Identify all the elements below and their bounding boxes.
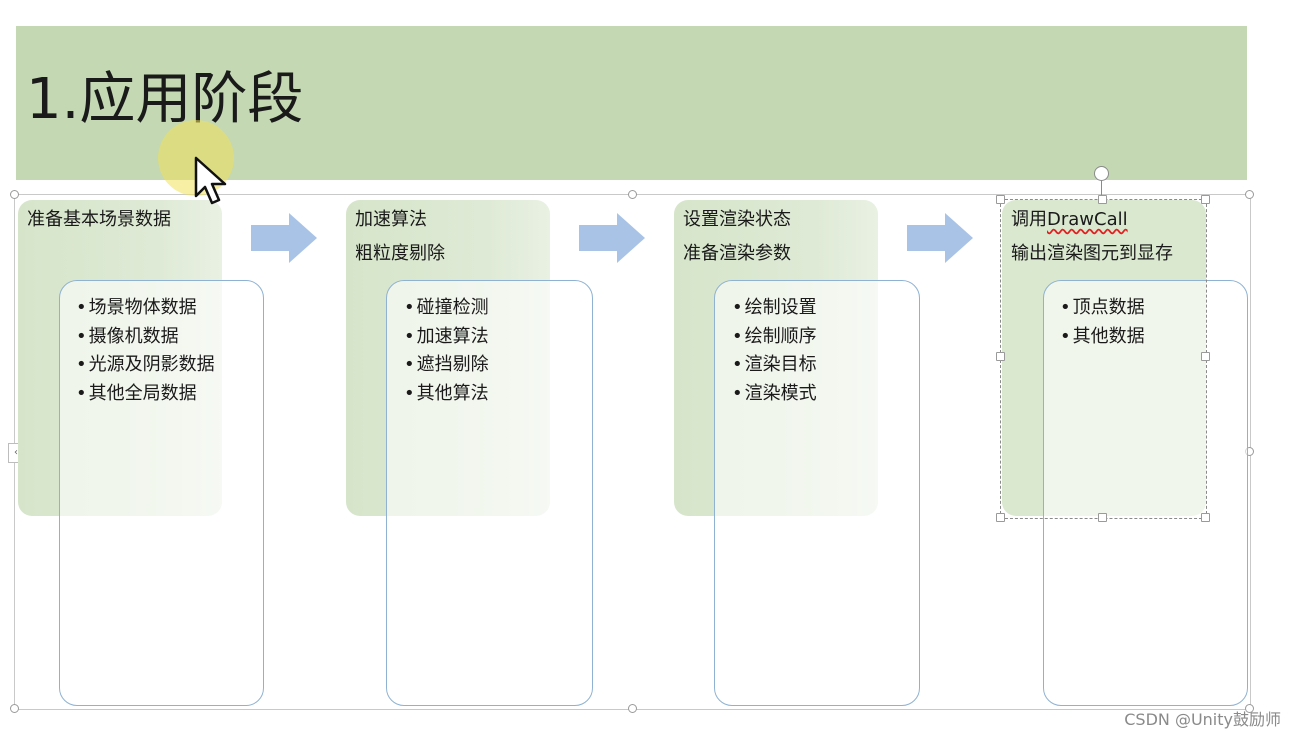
stage-4-label-2: 输出渲染图元到显存 bbox=[1011, 243, 1173, 264]
list-item: 其他全局数据 bbox=[76, 380, 215, 409]
list-item: 遮挡剔除 bbox=[404, 351, 489, 380]
resize-handle-bottom-right[interactable] bbox=[1245, 704, 1254, 713]
list-item: 绘制设置 bbox=[732, 294, 817, 323]
list-item: 其他数据 bbox=[1060, 323, 1145, 352]
drawcall-word: DrawCall bbox=[1047, 209, 1128, 230]
arrow-right-icon[interactable] bbox=[251, 213, 317, 263]
list-item: 绘制顺序 bbox=[732, 323, 817, 352]
list-item: 顶点数据 bbox=[1060, 294, 1145, 323]
shape-handle-middle-left[interactable] bbox=[996, 352, 1005, 361]
stage-4-label-prefix: 调用 bbox=[1011, 209, 1047, 230]
shape-handle-bottom-right[interactable] bbox=[1201, 513, 1210, 522]
stage-3-label-2: 准备渲染参数 bbox=[683, 243, 791, 264]
shape-handle-top-left[interactable] bbox=[996, 195, 1005, 204]
stage-4-label-1: 调用DrawCall bbox=[1011, 203, 1128, 237]
shape-handle-bottom-left[interactable] bbox=[996, 513, 1005, 522]
resize-handle-top-right[interactable] bbox=[1245, 190, 1254, 199]
stage-3-label-1: 设置渲染状态 bbox=[683, 209, 791, 230]
list-item: 碰撞检测 bbox=[404, 294, 489, 323]
stage-3-bullet-list: 绘制设置 绘制顺序 渲染目标 渲染模式 bbox=[732, 294, 817, 408]
arrow-right-icon[interactable] bbox=[907, 213, 973, 263]
arrow-right-icon[interactable] bbox=[579, 213, 645, 263]
shape-handle-top-middle[interactable] bbox=[1098, 195, 1107, 204]
stage-2-bullet-list: 碰撞检测 加速算法 遮挡剔除 其他算法 bbox=[404, 294, 489, 408]
slide-title[interactable]: 1.应用阶段 bbox=[26, 67, 304, 132]
list-item: 光源及阴影数据 bbox=[76, 351, 215, 380]
shape-handle-middle-right[interactable] bbox=[1201, 352, 1210, 361]
stage-1-label: 准备基本场景数据 bbox=[27, 209, 171, 230]
list-item: 场景物体数据 bbox=[76, 294, 215, 323]
watermark: CSDN @Unity鼓励师 bbox=[1124, 710, 1281, 729]
stage-4-detail-card[interactable] bbox=[1043, 280, 1248, 706]
mouse-pointer-icon bbox=[194, 156, 227, 205]
list-item: 渲染目标 bbox=[732, 351, 817, 380]
list-item: 加速算法 bbox=[404, 323, 489, 352]
stage-2-label-1: 加速算法 bbox=[355, 209, 427, 230]
resize-handle-top-middle[interactable] bbox=[628, 190, 637, 199]
resize-handle-top-left[interactable] bbox=[10, 190, 19, 199]
rotate-handle-icon[interactable] bbox=[1094, 166, 1109, 181]
selected-shape-outline[interactable] bbox=[1000, 199, 1207, 519]
shape-handle-bottom-middle[interactable] bbox=[1098, 513, 1107, 522]
stage-1-bullet-list: 场景物体数据 摄像机数据 光源及阴影数据 其他全局数据 bbox=[76, 294, 215, 408]
rotate-handle-stem bbox=[1101, 178, 1102, 199]
list-item: 摄像机数据 bbox=[76, 323, 215, 352]
list-item: 其他算法 bbox=[404, 380, 489, 409]
stage-2-label-2: 粗粒度剔除 bbox=[355, 243, 445, 264]
stage-4-bullet-list: 顶点数据 其他数据 bbox=[1060, 294, 1145, 351]
list-item: 渲染模式 bbox=[732, 380, 817, 409]
shape-handle-top-right[interactable] bbox=[1201, 195, 1210, 204]
resize-handle-bottom-left[interactable] bbox=[10, 704, 19, 713]
resize-handle-bottom-middle[interactable] bbox=[628, 704, 637, 713]
